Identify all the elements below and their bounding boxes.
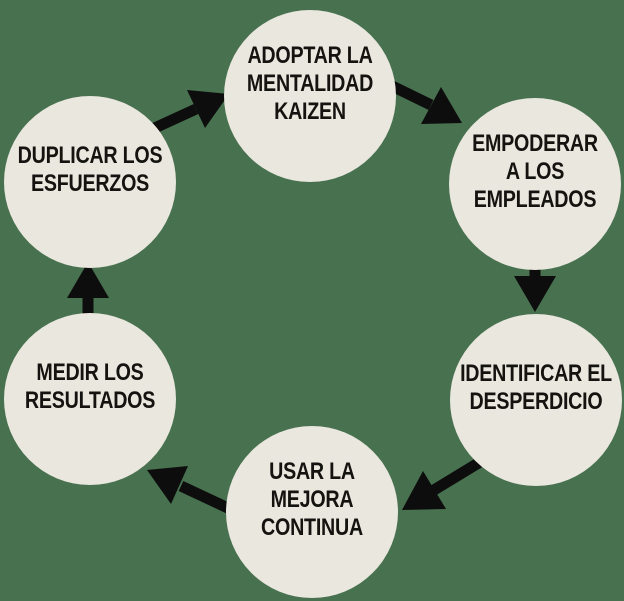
step-identificar-desperdicio: IDENTIFICAR EL DESPERDICIO xyxy=(450,314,622,486)
step-duplicar-esfuerzos: DUPLICAR LOS ESFUERZOS xyxy=(4,96,176,268)
step-label: IDENTIFICAR EL DESPERDICIO xyxy=(460,360,612,415)
step-usar-mejora-continua: USAR LA MEJORA CONTINUA xyxy=(226,426,398,598)
step-empoderar-empleados: EMPODERAR A LOS EMPLEADOS xyxy=(449,98,621,270)
step-label: USAR LA MEJORA CONTINUA xyxy=(261,458,363,541)
step-label: ADOPTAR LA MENTALIDAD KAIZEN xyxy=(246,42,374,125)
step-label: DUPLICAR LOS ESFUERZOS xyxy=(17,142,163,197)
arrow-identificar-to-usar-icon xyxy=(402,457,483,510)
step-label: EMPODERAR A LOS EMPLEADOS xyxy=(472,130,598,213)
step-medir-resultados: MEDIR LOS RESULTADOS xyxy=(4,313,176,485)
arrow-medir-to-duplicar-icon xyxy=(67,262,109,316)
step-label: MEDIR LOS RESULTADOS xyxy=(24,359,156,414)
arrow-adoptar-to-empoderar-icon xyxy=(387,80,462,124)
step-adoptar-mentalidad-kaizen: ADOPTAR LA MENTALIDAD KAIZEN xyxy=(224,10,396,182)
arrow-duplicar-to-adoptar-icon xyxy=(143,90,229,137)
arrow-usar-to-medir-icon xyxy=(147,466,233,514)
